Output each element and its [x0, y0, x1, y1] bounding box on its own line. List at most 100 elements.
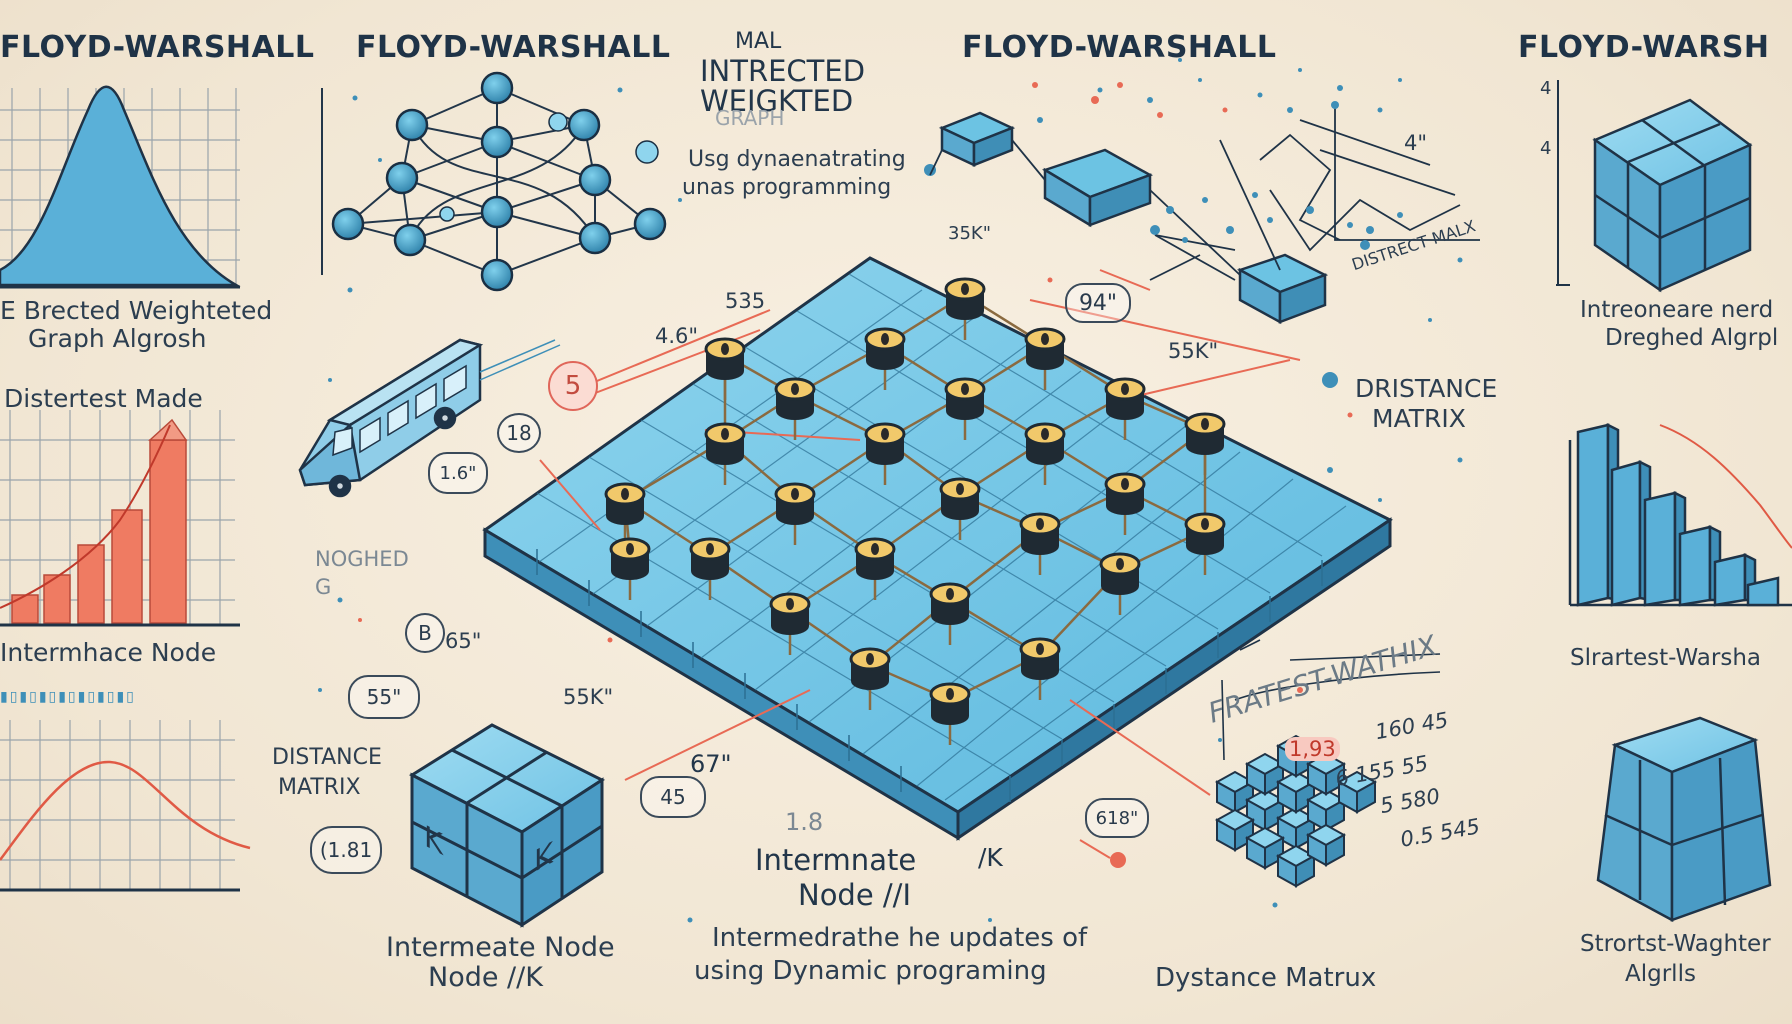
small-cube [1305, 823, 1347, 867]
board-value-b: B [405, 613, 445, 653]
matrix-panel-caption: Dystance Matrux [1155, 963, 1377, 993]
board-value-18: 18 [497, 413, 541, 453]
board-node [944, 277, 986, 340]
left-bar-chart [0, 410, 240, 627]
board-node [864, 327, 906, 390]
board-node [774, 377, 816, 440]
board-node [769, 592, 811, 655]
distance-matrix-caption-2: MATRIX [1372, 404, 1466, 433]
small-cube [1275, 844, 1317, 888]
board-node [1099, 552, 1141, 615]
board-value-16: 1.6" [428, 452, 488, 494]
small-cube [1336, 770, 1378, 814]
board-value-55: 55" [348, 675, 420, 719]
bottom-left-caption-1: Intermeate Node [386, 932, 615, 963]
center-title-line4: GRAPH [715, 106, 785, 130]
right-axis [1556, 80, 1570, 286]
board-value-67: 67" [690, 750, 732, 778]
board-value-35k: 35K" [948, 223, 991, 244]
far-right-axis-tick-1: 4 [1540, 78, 1552, 99]
top-right-title: FLOYD-WARSHALL [962, 30, 1277, 65]
network-graph [321, 71, 667, 292]
far-right-bottom-caption-2: Algrlls [1625, 961, 1696, 987]
center-title-line2: INTRECTED [700, 54, 866, 88]
bottom-center-k-label: /K [978, 843, 1003, 872]
nodes-label: NOGHED [315, 547, 409, 571]
board-node [1024, 422, 1066, 485]
far-right-chart-caption: Slrartest-Warsha [1570, 645, 1762, 671]
board-node [609, 537, 651, 600]
board-node [929, 582, 971, 645]
board-node [849, 647, 891, 710]
graph-panel-title: FLOYD-WARSHALL [356, 30, 671, 65]
board-value-18-bottom: 1.8 [785, 808, 824, 836]
board-node [689, 537, 731, 600]
board-value-94: 94" [1065, 283, 1131, 323]
far-right-axis-tick-2: 4 [1540, 138, 1552, 159]
board-value-55k-2: 55K" [563, 685, 614, 709]
center-subtitle-2: unas programming [682, 175, 892, 200]
board-value-46: 4.6" [655, 324, 699, 348]
board-node [1184, 412, 1226, 475]
board-node [1104, 377, 1146, 440]
isometric-grid-board [482, 256, 1393, 841]
board-value-55k: 55K" [1168, 339, 1219, 363]
left-caption-1: E Brected Weighteted [0, 296, 273, 325]
board-node [1024, 327, 1066, 390]
board-node [704, 337, 746, 400]
left-bell-chart [0, 85, 241, 289]
board-node [1019, 512, 1061, 575]
board-node [854, 537, 896, 600]
board-value-65: 65" [445, 629, 482, 653]
far-right-title: FLOYD-WARSH [1518, 30, 1770, 65]
top-right-graph-sketch [929, 101, 1480, 325]
center-subtitle-1: Usg dynaenatrating [688, 147, 906, 172]
bottom-center-title-2: Node //I [798, 878, 911, 912]
board-node [704, 422, 746, 485]
bottom-left-value: (1.81 [310, 826, 382, 874]
board-node [1104, 472, 1146, 535]
left-line-chart [0, 720, 251, 892]
board-node [1019, 637, 1061, 700]
board-node [939, 477, 981, 540]
board-node [1184, 512, 1226, 575]
far-right-bottom-caption-1: Strortst-Waghter [1580, 931, 1771, 957]
board-value-535: 535 [725, 289, 766, 313]
g-label: G [315, 575, 332, 599]
board-node [944, 377, 986, 440]
misc-strokes [1221, 639, 1441, 761]
right-cube [1592, 98, 1753, 293]
board-nodes [604, 277, 1226, 745]
center-title-line3: WEIGKTED [700, 84, 854, 118]
small-cube [1305, 788, 1347, 832]
left-tick-strip: ▮▯▮▯▮▯▮▯▮▯▮▯▮▯ [0, 689, 136, 705]
left-caption-2: Graph Algrosh [28, 324, 207, 353]
board-node [604, 482, 646, 545]
bus-illustration [298, 338, 561, 498]
matrix-row1a: 1,93 [1285, 737, 1340, 761]
board-node [929, 682, 971, 745]
left-panel-title: FLOYD-WARSHALL [0, 30, 315, 65]
board-node [774, 482, 816, 545]
right-bar-chart [1568, 422, 1792, 607]
far-right-caption-2: Dreghed Algrpl [1605, 325, 1779, 351]
bottom-center-title-1: Intermnate [755, 843, 917, 877]
distance-matrix-caption-1: DRISTANCE [1355, 374, 1498, 403]
far-right-caption-1: Intreoneare nerd [1580, 297, 1774, 323]
right-bottom-cube [1596, 716, 1772, 923]
board-value-618: 618" [1085, 798, 1149, 838]
left-distance-label-2: MATRIX [278, 775, 361, 800]
left-chart2-title: Distertest Made [4, 384, 203, 413]
bottom-left-caption-2: Node //K [428, 962, 543, 993]
center-title-line1: MAL [735, 29, 782, 54]
small-cube-cluster [1214, 734, 1378, 888]
bottom-center-caption-2: using Dynamic programing [694, 956, 1047, 986]
small-cube [1214, 808, 1256, 852]
board-node [864, 422, 906, 485]
bottom-center-caption-1: Intermedrathe he updates of [712, 923, 1088, 953]
left-chart2-caption: Intermhace Node [0, 638, 217, 667]
board-value-45: 45 [640, 776, 706, 818]
bottom-left-cube [408, 723, 606, 928]
